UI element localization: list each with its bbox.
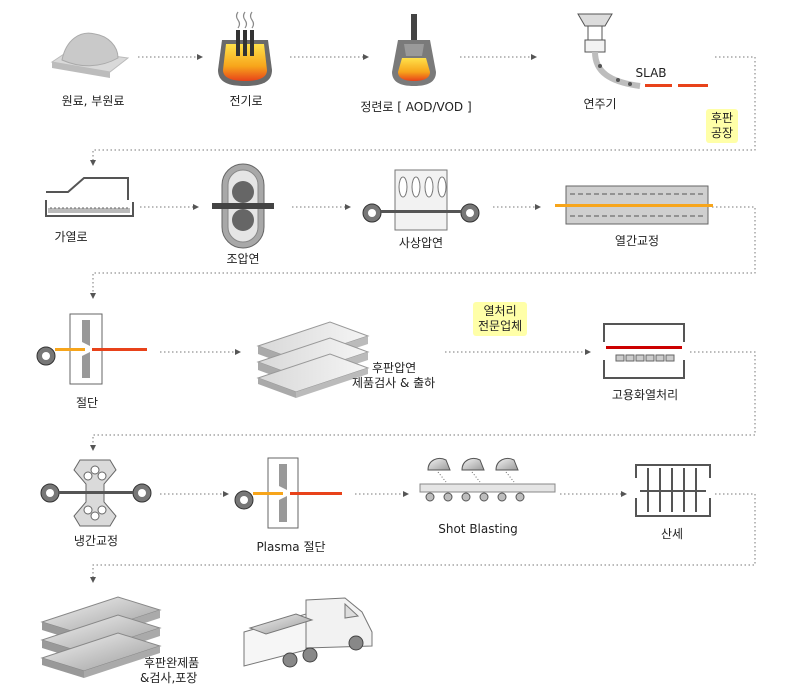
- badge-plate-mill-line2: 공장: [711, 126, 734, 140]
- label-finished-line2: &검사,포장: [140, 671, 198, 685]
- badge-plate-mill-line1: 후판: [711, 111, 734, 125]
- raw-material-icon: [50, 32, 130, 78]
- label-slab: SLAB: [635, 66, 667, 80]
- badge-heat-treat-specialist: 열처리 전문업체: [473, 302, 528, 336]
- badge-plate-mill: 후판 공장: [706, 109, 739, 143]
- label-finished-plate: 후판완제품 &검사,포장: [140, 656, 220, 686]
- label-reheating-furnace: 가열로: [54, 230, 88, 244]
- label-cutting: 절단: [75, 396, 99, 410]
- plasma-cutter-icon: [234, 457, 342, 529]
- rough-rolling-mill-icon: [212, 163, 274, 249]
- finish-rolling-mill-icon: [362, 169, 480, 231]
- reheating-furnace-icon: [45, 177, 134, 217]
- label-electric-furnace: 전기로: [229, 94, 263, 108]
- label-plate-rolling-line1: 후판압연: [372, 361, 417, 375]
- label-finished-line1: 후판완제품: [144, 656, 200, 670]
- label-cold-leveling: 냉간교정: [73, 534, 119, 548]
- cold-leveler-icon: [40, 459, 152, 527]
- delivery-truck-icon: [243, 597, 373, 668]
- label-pickling: 산세: [660, 527, 684, 541]
- label-finish-rolling: 사상압연: [398, 236, 444, 250]
- shot-blasting-icon: [419, 457, 556, 502]
- label-rough-rolling: 조압연: [226, 252, 260, 266]
- label-plasma-cutting: Plasma 절단: [256, 540, 326, 554]
- label-solution-heat-treatment: 고용화열처리: [611, 388, 679, 402]
- label-plate-rolling-line2: 제품검사 & 출하: [352, 376, 436, 390]
- label-refining-furnace: 정련로 [ AOD/VOD ]: [360, 100, 472, 114]
- badge-heat-treat-line1: 열처리: [483, 304, 517, 318]
- label-raw-material: 원료, 부원료: [61, 94, 125, 108]
- continuous-caster-icon: [577, 13, 708, 89]
- label-plate-rolling: 후판압연 제품검사 & 출하: [352, 361, 452, 391]
- heat-treatment-furnace-icon: [603, 323, 685, 379]
- hot-leveler-icon: [555, 185, 713, 225]
- label-continuous-casting: 연주기: [583, 97, 617, 111]
- refining-furnace-icon: [392, 14, 436, 86]
- badge-heat-treat-line2: 전문업체: [478, 319, 523, 333]
- plate-stack-icon: [256, 321, 370, 398]
- label-hot-leveling: 열간교정: [614, 234, 660, 248]
- flow-connectors: [90, 54, 756, 583]
- pickling-tank-icon: [635, 464, 711, 517]
- label-shot-blasting: Shot Blasting: [438, 522, 518, 536]
- shear-cutting-icon: [36, 313, 147, 385]
- electric-furnace-icon: [218, 11, 272, 86]
- finished-plate-stack-icon: [40, 596, 162, 678]
